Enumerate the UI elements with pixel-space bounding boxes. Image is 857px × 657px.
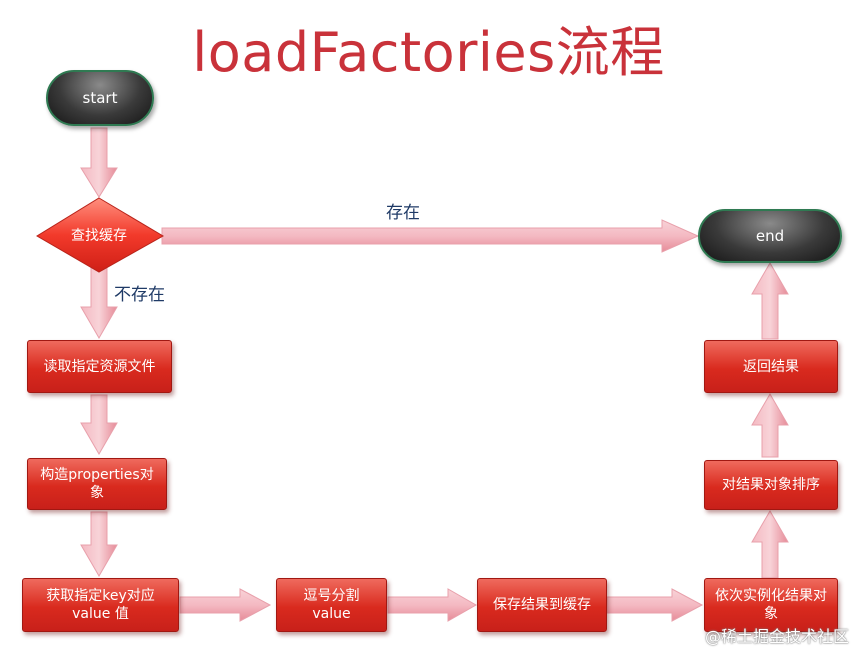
arrow-find-to-read	[80, 262, 118, 339]
split-comma-step: 逗号分割value	[276, 578, 387, 632]
build-properties-step: 构造properties对象	[27, 458, 167, 510]
get-value-step: 获取指定key对应value 值	[22, 578, 179, 632]
arrow-sort-to-return	[751, 393, 789, 458]
decision-diamond	[36, 197, 164, 273]
end-node: end	[698, 209, 842, 263]
arrow-build-to-get	[80, 511, 118, 577]
edge-label-exists: 存在	[386, 203, 420, 223]
arrow-split-to-save	[387, 588, 478, 622]
save-cache-step: 保存结果到缓存	[477, 578, 607, 632]
watermark: @稀土掘金技术社区	[704, 627, 849, 646]
return-step: 返回结果	[704, 340, 838, 393]
read-file-step: 读取指定资源文件	[27, 340, 172, 393]
arrow-get-to-split	[179, 588, 272, 622]
instantiate-step: 依次实例化结果对象	[704, 578, 838, 632]
edge-label-not-exists: 不存在	[114, 285, 165, 305]
start-node: start	[46, 70, 154, 126]
arrow-start-to-find	[80, 127, 118, 198]
find-cache-decision: 查找缓存	[71, 228, 127, 244]
arrow-return-to-end	[751, 262, 789, 340]
arrow-save-to-instantiate	[606, 588, 704, 622]
sort-step: 对结果对象排序	[704, 460, 838, 510]
arrow-read-to-build	[80, 394, 118, 455]
arrow-find-to-end	[161, 219, 700, 253]
page-title: loadFactories流程	[192, 21, 665, 84]
arrow-instantiate-to-sort	[751, 510, 789, 579]
